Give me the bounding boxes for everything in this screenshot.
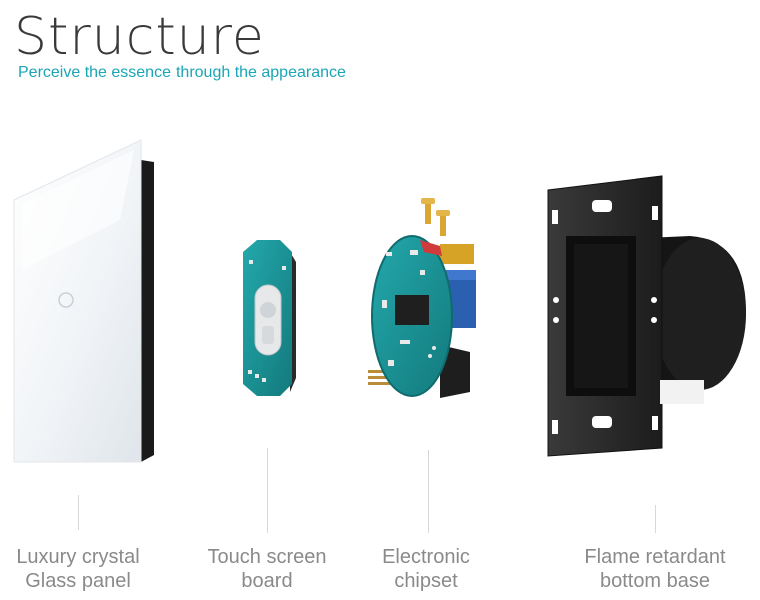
label-touch-board: Touch screen board — [167, 545, 367, 593]
label-chipset: Electronic chipset — [326, 545, 526, 593]
label-bottom-base-line2: bottom base — [599, 570, 711, 592]
label-bottom-base-line1: Flame retardant — [584, 546, 726, 568]
touch-button-icon — [58, 292, 74, 308]
bottom-base-illustration — [547, 175, 746, 457]
label-bottom-base: Flame retardant bottom base — [555, 545, 755, 593]
label-glass-panel-line2: Glass panel — [25, 570, 131, 592]
touch-board-illustration — [243, 240, 296, 396]
subtitle-part-1: Perceive the essence — [18, 64, 171, 81]
page-title: Structure — [14, 7, 265, 67]
label-chipset-line1: Electronic — [382, 546, 470, 568]
leader-line-base — [655, 505, 656, 533]
chipset-illustration — [368, 198, 476, 398]
leader-line-glass — [78, 495, 79, 530]
subtitle-part-2: through the appearance — [175, 64, 346, 81]
leader-line-touch — [267, 448, 268, 533]
label-glass-panel-line1: Luxury crystal — [16, 546, 140, 568]
leader-line-chipset — [428, 450, 429, 533]
label-chipset-line2: chipset — [394, 570, 458, 592]
label-touch-board-line2: board — [241, 570, 293, 592]
label-glass-panel: Luxury crystal Glass panel — [0, 545, 178, 593]
label-touch-board-line1: Touch screen — [207, 546, 327, 568]
glass-panel-illustration — [13, 139, 154, 463]
